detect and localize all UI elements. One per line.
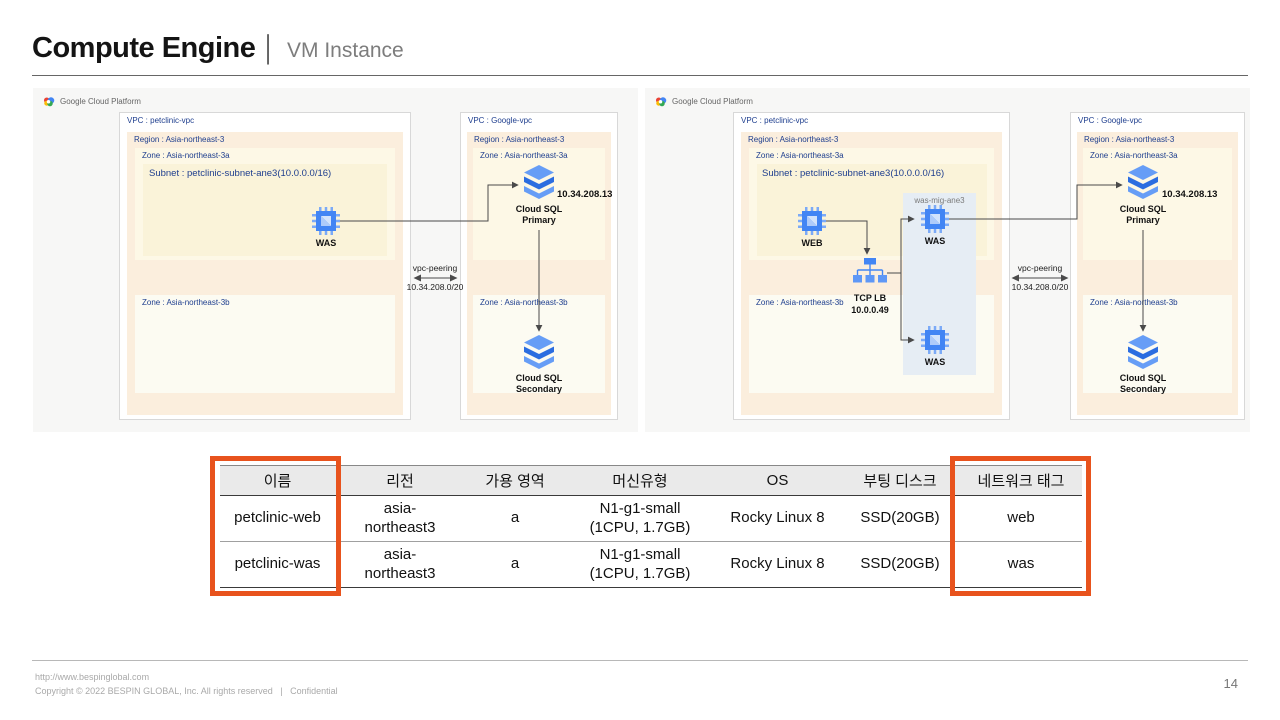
page-number: 14 xyxy=(1223,676,1238,691)
cloud-sql-secondary-label: Cloud SQL Secondary xyxy=(1119,373,1167,394)
col-header-os: OS xyxy=(715,465,840,496)
was-bottom-instance-label: WAS xyxy=(924,357,946,367)
cell-zone: a xyxy=(465,541,565,588)
gcp-brand-label: Google Cloud Platform xyxy=(672,97,753,106)
was-top-instance-label: WAS xyxy=(924,236,946,246)
zone-b-label: Zone : Asia-northeast-3b xyxy=(1090,298,1178,307)
cell-machine-type: N1-g1-small (1CPU, 1.7GB) xyxy=(565,541,715,588)
region-label: Region : Asia-northeast-3 xyxy=(748,135,839,144)
subnet-label: Subnet : petclinic-subnet-ane3(10.0.0.0/… xyxy=(762,168,945,179)
subnet-label: Subnet : petclinic-subnet-ane3(10.0.0.0/… xyxy=(149,168,332,179)
zone-b-label: Zone : Asia-northeast-3b xyxy=(756,298,844,307)
cloud-sql-primary-icon xyxy=(523,165,555,201)
highlight-name-column xyxy=(210,456,341,596)
gcp-logo-icon xyxy=(42,96,56,107)
cell-region: asia- northeast3 xyxy=(335,495,465,542)
cloud-sql-primary-icon xyxy=(1127,165,1159,201)
col-header-region: 리전 xyxy=(335,465,465,496)
cell-name: petclinic-web xyxy=(220,495,335,542)
tcp-lb-ip: 10.0.0.49 xyxy=(851,305,889,315)
footer-url: http://www.bespinglobal.com xyxy=(35,672,150,682)
web-instance-label: WEB xyxy=(801,238,823,248)
col-header-zone: 가용 영역 xyxy=(465,465,565,496)
zone-a-label: Zone : Asia-northeast-3a xyxy=(480,151,568,160)
region-label: Region : Asia-northeast-3 xyxy=(134,135,225,144)
was-mig-label: was-mig-ane3 xyxy=(914,196,965,205)
highlight-network-tag-column xyxy=(950,456,1091,596)
right-architecture-diagram: Google Cloud Platform VPC : petclinic-vp… xyxy=(645,88,1250,432)
vpc-google-label: VPC : Google-vpc xyxy=(468,116,533,125)
cell-machine-type: N1-g1-small (1CPU, 1.7GB) xyxy=(565,495,715,542)
gcp-brand-label: Google Cloud Platform xyxy=(60,97,141,106)
zone-b-box: Zone : Asia-northeast-3b xyxy=(1083,295,1232,393)
cell-os: Rocky Linux 8 xyxy=(715,541,840,588)
cell-zone: a xyxy=(465,495,565,542)
cloud-sql-primary-ip: 10.34.208.13 xyxy=(1162,189,1218,200)
footer-divider xyxy=(32,660,1248,661)
vpc-peering-label: vpc-peering xyxy=(412,263,458,273)
was-instance-label: WAS xyxy=(315,238,337,248)
footer-copyright: Copyright © 2022 BESPIN GLOBAL, Inc. All… xyxy=(35,686,338,696)
cloud-sql-primary-label: Cloud SQL Primary xyxy=(1119,204,1167,225)
cloud-sql-secondary-label: Cloud SQL Secondary xyxy=(515,373,563,394)
table-row: petclinic-was asia- northeast3 a N1-g1-s… xyxy=(220,541,1082,588)
zone-b-label: Zone : Asia-northeast-3b xyxy=(480,298,568,307)
title-separator: │ xyxy=(261,35,278,63)
page-subtitle: VM Instance xyxy=(287,39,404,62)
cell-name: petclinic-was xyxy=(220,541,335,588)
web-instance-icon xyxy=(798,207,826,235)
cell-region: asia- northeast3 xyxy=(335,541,465,588)
vpc-peering-cidr: 10.34.208.0/20 xyxy=(1011,282,1069,292)
load-balancer-icon xyxy=(853,258,887,286)
vpc-peering-label: vpc-peering xyxy=(1017,263,1063,273)
cell-network-tag: web xyxy=(960,495,1082,542)
cell-boot-disk: SSD(20GB) xyxy=(840,541,960,588)
was-instance-icon xyxy=(921,205,949,233)
col-header-boot-disk: 부팅 디스크 xyxy=(840,465,960,496)
gcp-brand: Google Cloud Platform xyxy=(654,96,753,107)
cloud-sql-primary-label: Cloud SQL Primary xyxy=(515,204,563,225)
cloud-sql-secondary-icon xyxy=(1127,335,1159,371)
cloud-sql-primary-ip: 10.34.208.13 xyxy=(557,189,613,200)
col-header-machine-type: 머신유형 xyxy=(565,465,715,496)
vpc-petclinic-label: VPC : petclinic-vpc xyxy=(127,116,195,125)
vpc-peering-cidr: 10.34.208.0/20 xyxy=(406,282,464,292)
page-title: Compute Engine xyxy=(32,32,256,64)
cell-os: Rocky Linux 8 xyxy=(715,495,840,542)
was-instance-icon xyxy=(312,207,340,235)
zone-b-label: Zone : Asia-northeast-3b xyxy=(142,298,230,307)
vpc-google-label: VPC : Google-vpc xyxy=(1078,116,1143,125)
was-instance-icon xyxy=(921,326,949,354)
title-block: Compute Engine │ VM Instance xyxy=(32,32,404,65)
zone-a-label: Zone : Asia-northeast-3a xyxy=(756,151,844,160)
tcp-lb-label: TCP LB xyxy=(853,293,887,303)
cloud-sql-secondary-icon xyxy=(523,335,555,371)
region-label: Region : Asia-northeast-3 xyxy=(1084,135,1175,144)
zone-a-label: Zone : Asia-northeast-3a xyxy=(142,151,230,160)
gcp-logo-icon xyxy=(654,96,668,107)
cell-boot-disk: SSD(20GB) xyxy=(840,495,960,542)
table-row: petclinic-web asia- northeast3 a N1-g1-s… xyxy=(220,495,1082,542)
col-header-name: 이름 xyxy=(220,465,335,496)
vm-spec-table: 이름 리전 가용 영역 머신유형 OS 부팅 디스크 네트워크 태그 petcl… xyxy=(220,465,1082,588)
cell-network-tag: was xyxy=(960,541,1082,588)
gcp-brand: Google Cloud Platform xyxy=(42,96,141,107)
col-header-network-tag: 네트워크 태그 xyxy=(960,465,1082,496)
left-architecture-diagram: Google Cloud Platform VPC : petclinic-vp… xyxy=(33,88,638,432)
region-label: Region : Asia-northeast-3 xyxy=(474,135,565,144)
zone-b-box: Zone : Asia-northeast-3b xyxy=(135,295,395,393)
title-divider xyxy=(32,75,1248,76)
zone-a-label: Zone : Asia-northeast-3a xyxy=(1090,151,1178,160)
vpc-petclinic-label: VPC : petclinic-vpc xyxy=(741,116,809,125)
table-header-row: 이름 리전 가용 영역 머신유형 OS 부팅 디스크 네트워크 태그 xyxy=(220,465,1082,496)
